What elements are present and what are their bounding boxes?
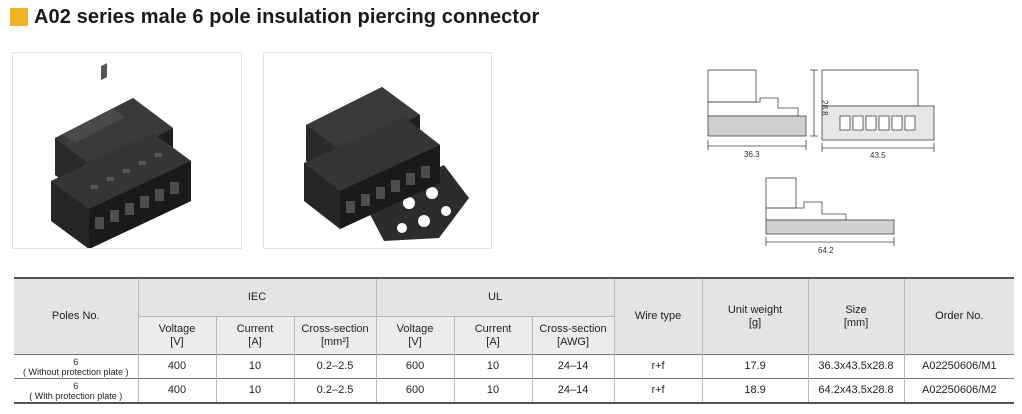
table-row: 6( With protection plate ) 400 10 0.2–2.… — [14, 378, 1015, 404]
cell-ul-current: 10 — [454, 354, 533, 379]
page-title: A02 series male 6 pole insulation pierci… — [34, 5, 540, 28]
cell-iec-voltage: 400 — [138, 354, 217, 379]
cell-wire-type: r+f — [614, 378, 703, 404]
cell-ul-cross: 24–14 — [532, 378, 615, 404]
cell-iec-cross: 0.2–2.5 — [294, 354, 377, 379]
specification-table: Poles No. IEC UL Wire type Unit weight [… — [14, 277, 1015, 404]
header-order-no: Order No. — [904, 277, 1015, 355]
page-header: A02 series male 6 pole insulation pierci… — [10, 5, 539, 29]
cell-iec-voltage: 400 — [138, 378, 217, 404]
cell-weight: 17.9 — [702, 354, 809, 379]
cell-poles: 6( With protection plate ) — [14, 378, 139, 404]
subheader-iec-cross-section: Cross-section[mm²] — [294, 316, 377, 355]
header-wire-type: Wire type — [614, 277, 703, 355]
cell-ul-cross: 24–14 — [532, 354, 615, 379]
dim-height: 28.8 — [820, 100, 829, 116]
subheader-ul-voltage: Voltage[V] — [376, 316, 455, 355]
subheader-ul-cross-section: Cross-section[AWG] — [532, 316, 615, 355]
header-size: Size [mm] — [808, 277, 905, 355]
cell-poles: 6( Without protection plate ) — [14, 354, 139, 379]
header-ul: UL — [376, 277, 615, 317]
product-photo-without-plate — [12, 52, 242, 249]
dim-width-front: 43.5 — [870, 151, 886, 160]
dim-length-side: 36.3 — [744, 150, 760, 159]
cell-iec-current: 10 — [216, 378, 295, 404]
cell-size: 64.2x43.5x28.8 — [808, 378, 905, 404]
cell-ul-current: 10 — [454, 378, 533, 404]
cell-iec-cross: 0.2–2.5 — [294, 378, 377, 404]
connector-image — [51, 63, 191, 249]
cell-order-no: A02250606/M1 — [904, 354, 1015, 379]
cell-size: 36.3x43.5x28.8 — [808, 354, 905, 379]
cell-ul-voltage: 600 — [376, 354, 455, 379]
subheader-ul-current: Current[A] — [454, 316, 533, 355]
table-row: 6( Without protection plate ) 400 10 0.2… — [14, 354, 1015, 379]
cell-weight: 18.9 — [702, 378, 809, 404]
connector-with-plate-image — [304, 87, 469, 241]
product-photo-with-plate — [263, 52, 492, 249]
cell-order-no: A02250606/M2 — [904, 378, 1015, 404]
header-iec: IEC — [138, 277, 377, 317]
cell-wire-type: r+f — [614, 354, 703, 379]
cell-ul-voltage: 600 — [376, 378, 455, 404]
technical-drawings: 36.3 28.8 43.5 64.2 — [707, 69, 935, 255]
subheader-iec-current: Current[A] — [216, 316, 295, 355]
cell-iec-current: 10 — [216, 354, 295, 379]
dim-length-plate: 64.2 — [818, 246, 834, 255]
title-accent-square — [10, 8, 28, 26]
subheader-iec-voltage: Voltage[V] — [138, 316, 217, 355]
header-unit-weight: Unit weight [g] — [702, 277, 809, 355]
header-poles-no: Poles No. — [14, 277, 139, 355]
